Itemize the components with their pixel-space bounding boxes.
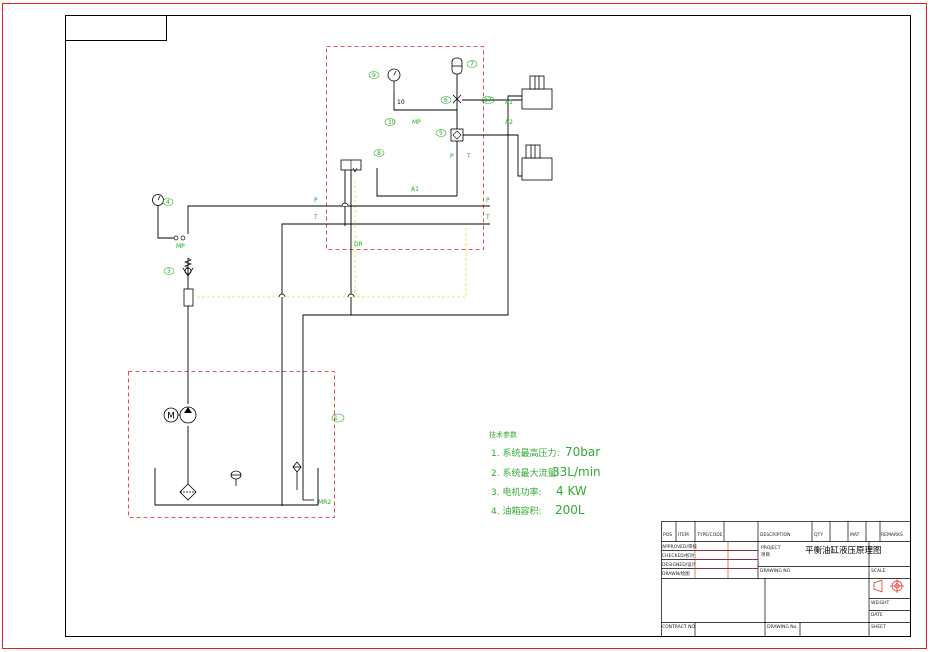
technical-specs: 技术参数 1. 系统最高压力: 70bar 2. 系统最大流量: 33L/min… xyxy=(489,430,601,517)
title-block-text: POS ITEM TYPE/CODE DESCRIPTION QTY MAT R… xyxy=(662,532,903,630)
tb-header-mat: MAT xyxy=(850,532,860,538)
tb-row-checked: CHECKED/校对 xyxy=(662,552,695,559)
tb-header-desc: DESCRIPTION xyxy=(760,532,790,538)
label-accum-num: 7 xyxy=(470,61,474,68)
label-gauge-top-mp: MP xyxy=(412,119,421,126)
label-line-a1-num: 17 xyxy=(484,97,492,104)
sheet-border xyxy=(2,3,927,649)
spec-value-1: 70bar xyxy=(565,445,600,459)
top-pressure-gauge-icon xyxy=(387,68,401,92)
tb-row-drawn: DRAWN/绘图 xyxy=(662,570,690,577)
label-gauge-top-value: 10 xyxy=(397,99,405,106)
tb-header-qty: QTY xyxy=(814,532,823,538)
corner-label-box xyxy=(65,15,167,41)
spec-label-2: 2. 系统最大流量: xyxy=(491,467,559,479)
tb-row-approved: APPROVED/审核 xyxy=(662,543,697,550)
hydraulic-lines xyxy=(157,65,540,506)
label-port-a1-mid: A1 xyxy=(411,186,419,193)
svg-text:M: M xyxy=(167,412,175,422)
spec-label-4: 4. 油箱容积: xyxy=(491,505,541,517)
power-unit-boundary xyxy=(128,371,335,518)
oil-tank xyxy=(154,468,319,506)
label-port-p-left: P xyxy=(314,197,318,204)
tb-project-label: PROJECT xyxy=(761,545,781,551)
label-port-t-block: T xyxy=(466,153,471,160)
label-port-dr: DR xyxy=(354,241,363,248)
label-port-t-left: T xyxy=(313,214,318,221)
label-gauge-left-mp: MP xyxy=(176,243,185,250)
relief-valve-icon xyxy=(340,159,362,173)
accumulator-icon xyxy=(451,57,463,75)
label-valve6-num: 6 xyxy=(444,97,448,104)
tb-header-item: ITEM xyxy=(678,532,689,538)
throttle-spring-icon xyxy=(183,257,193,269)
tb-header-type: TYPE/CODE xyxy=(696,532,723,538)
tb-scale-label: SCALE xyxy=(871,568,886,574)
valve-block-icon xyxy=(450,128,464,142)
tb-row-designed: DESIGNED/设计 xyxy=(662,561,697,568)
tb-weight-label: WEIGHT xyxy=(871,600,889,606)
label-port-p-right: P xyxy=(486,197,490,204)
air-breather-icon xyxy=(230,470,242,486)
needle-valve-icon xyxy=(452,94,462,104)
level-gauge-icon xyxy=(292,461,302,490)
label-circles xyxy=(162,60,495,423)
spec-label-1: 1. 系统最高压力: xyxy=(491,447,559,459)
tb-project-sub: 项目 xyxy=(761,552,770,558)
cylinder-a1-icon xyxy=(521,75,553,110)
valve-block-boundary xyxy=(326,46,484,250)
label-gauge-left-num: 4 xyxy=(166,199,170,206)
spec-value-2: 33L/min xyxy=(552,465,601,479)
spec-value-4: 200L xyxy=(555,503,585,517)
left-pressure-gauge-icon xyxy=(152,194,186,241)
tb-sheet-label: SHEET xyxy=(871,624,886,630)
spec-value-3: 4 KW xyxy=(556,484,587,498)
drawing-frame xyxy=(65,15,911,637)
pump-icon xyxy=(179,406,197,424)
component-labels: 9 10 MP 10 7 6 17 5 A1 A2 P T 8 A1 P T P… xyxy=(166,61,513,506)
cylinder-a2-icon xyxy=(521,144,553,181)
label-check-num: 3 xyxy=(167,268,171,275)
pilot-drain-line xyxy=(197,180,467,298)
pressure-filter-icon xyxy=(183,288,194,307)
label-port-p-block: P xyxy=(450,153,454,160)
label-gauge-top-tag: 10 xyxy=(388,119,396,126)
tb-drawing-label: DRAWING No. xyxy=(767,624,798,630)
motor-icon: M xyxy=(163,407,181,423)
label-tank-port: MR2 xyxy=(318,499,331,506)
spec-heading: 技术参数 xyxy=(489,430,517,439)
label-port-t-right: T xyxy=(485,214,490,221)
tb-header-remarks: REMARKS xyxy=(881,532,903,538)
spec-label-3: 3. 电机功率: xyxy=(491,486,541,498)
title-block xyxy=(661,521,911,637)
tb-drawing-title: 平衡油缸液压原理图 xyxy=(805,545,882,556)
label-gauge-top-num: 9 xyxy=(372,72,376,79)
projection-symbol-icon xyxy=(873,579,904,593)
label-valve8-num: 8 xyxy=(377,150,381,157)
label-port-a2-top: A2 xyxy=(505,119,513,126)
title-block-red-grid xyxy=(694,541,758,579)
label-block5-num: 5 xyxy=(439,130,443,137)
tb-drawing-no-label: DRAWING NO. xyxy=(760,568,791,574)
label-unit-num: 1 xyxy=(334,415,338,422)
tb-date-label: DATE xyxy=(871,612,883,618)
tb-header-pos: POS xyxy=(663,532,672,538)
tb-contract-label: CONTRACT NO. xyxy=(662,624,696,630)
suction-filter-icon xyxy=(179,483,197,501)
label-port-a1-top: A1 xyxy=(505,99,513,106)
line-crossing-hops xyxy=(278,202,355,298)
